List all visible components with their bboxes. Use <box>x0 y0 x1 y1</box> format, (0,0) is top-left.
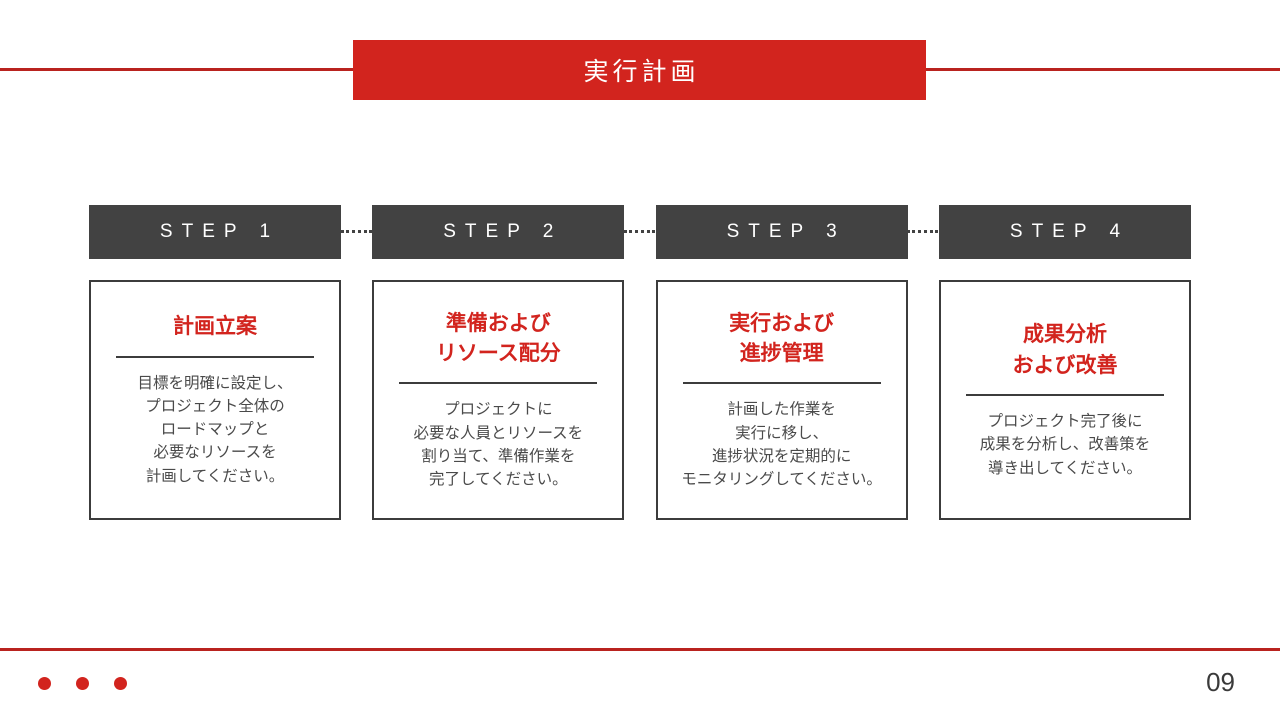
footer-dot <box>76 677 89 690</box>
step-1-divider <box>116 355 314 358</box>
step-1-title: 計画立案 <box>173 315 257 339</box>
step-1-label: STEP 1 <box>159 221 280 242</box>
step-2-body: プロジェクトに 必要な人員とリソースを 割り当て、準備作業を 完了してください。 <box>413 401 584 489</box>
footer-dot <box>114 677 127 690</box>
step-3-label: STEP 3 <box>726 221 846 242</box>
step-connector-1-2 <box>341 230 372 233</box>
step-2-header: STEP 2 <box>372 205 625 259</box>
slide-title-banner: 実行計画 <box>353 40 926 100</box>
step-2-label: STEP 2 <box>443 221 563 242</box>
step-column-3: STEP 3 実行および 進捗管理 計画した作業を 実行に移し、 進捗状況を定期… <box>655 205 908 520</box>
step-1-card: 計画立案 目標を明確に設定し、 プロジェクト全体の ロードマップと 必要なリソー… <box>89 280 341 520</box>
step-2-title: 準備および リソース配分 <box>435 311 561 365</box>
step-4-label: STEP 4 <box>1009 221 1130 242</box>
step-1-header: STEP 1 <box>89 205 341 259</box>
step-4-title: 成果分析 および改善 <box>1012 323 1118 377</box>
page-number: 09 <box>1206 667 1235 697</box>
step-3-header: STEP 3 <box>655 205 908 259</box>
step-4-header: STEP 4 <box>938 205 1191 259</box>
step-connector-2-3 <box>624 230 655 233</box>
step-2-card: 準備および リソース配分 プロジェクトに 必要な人員とリソースを 割り当て、準備… <box>372 280 625 520</box>
step-column-4: STEP 4 成果分析 および改善 プロジェクト完了後に 成果を分析し、改善策を… <box>938 205 1191 520</box>
step-column-1: STEP 1 計画立案 目標を明確に設定し、 プロジェクト全体の ロードマップと… <box>89 205 341 520</box>
step-3-title: 実行および 進捗管理 <box>729 311 835 365</box>
footer-dots <box>38 677 127 690</box>
step-3-divider <box>682 382 881 385</box>
step-3-card: 実行および 進捗管理 計画した作業を 実行に移し、 進捗状況を定期的に モニタリ… <box>655 280 908 520</box>
step-4-divider <box>965 394 1164 397</box>
bottom-rule <box>0 648 1280 651</box>
step-column-2: STEP 2 準備および リソース配分 プロジェクトに 必要な人員とリソースを … <box>372 205 625 520</box>
step-2-divider <box>399 382 598 385</box>
footer-dot <box>38 677 51 690</box>
step-3-body: 計画した作業を 実行に移し、 進捗状況を定期的に モニタリングしてください。 <box>681 401 882 489</box>
step-connector-3-4 <box>907 230 938 233</box>
slide-title: 実行計画 <box>583 58 700 86</box>
process-steps: STEP 1 計画立案 目標を明確に設定し、 プロジェクト全体の ロードマップと… <box>89 205 1191 520</box>
step-4-card: 成果分析 および改善 プロジェクト完了後に 成果を分析し、改善策を 導き出してく… <box>938 280 1191 520</box>
step-4-body: プロジェクト完了後に 成果を分析し、改善策を 導き出してください。 <box>979 413 1151 477</box>
step-1-body: 目標を明確に設定し、 プロジェクト全体の ロードマップと 必要なリソースを 計画… <box>137 374 293 485</box>
